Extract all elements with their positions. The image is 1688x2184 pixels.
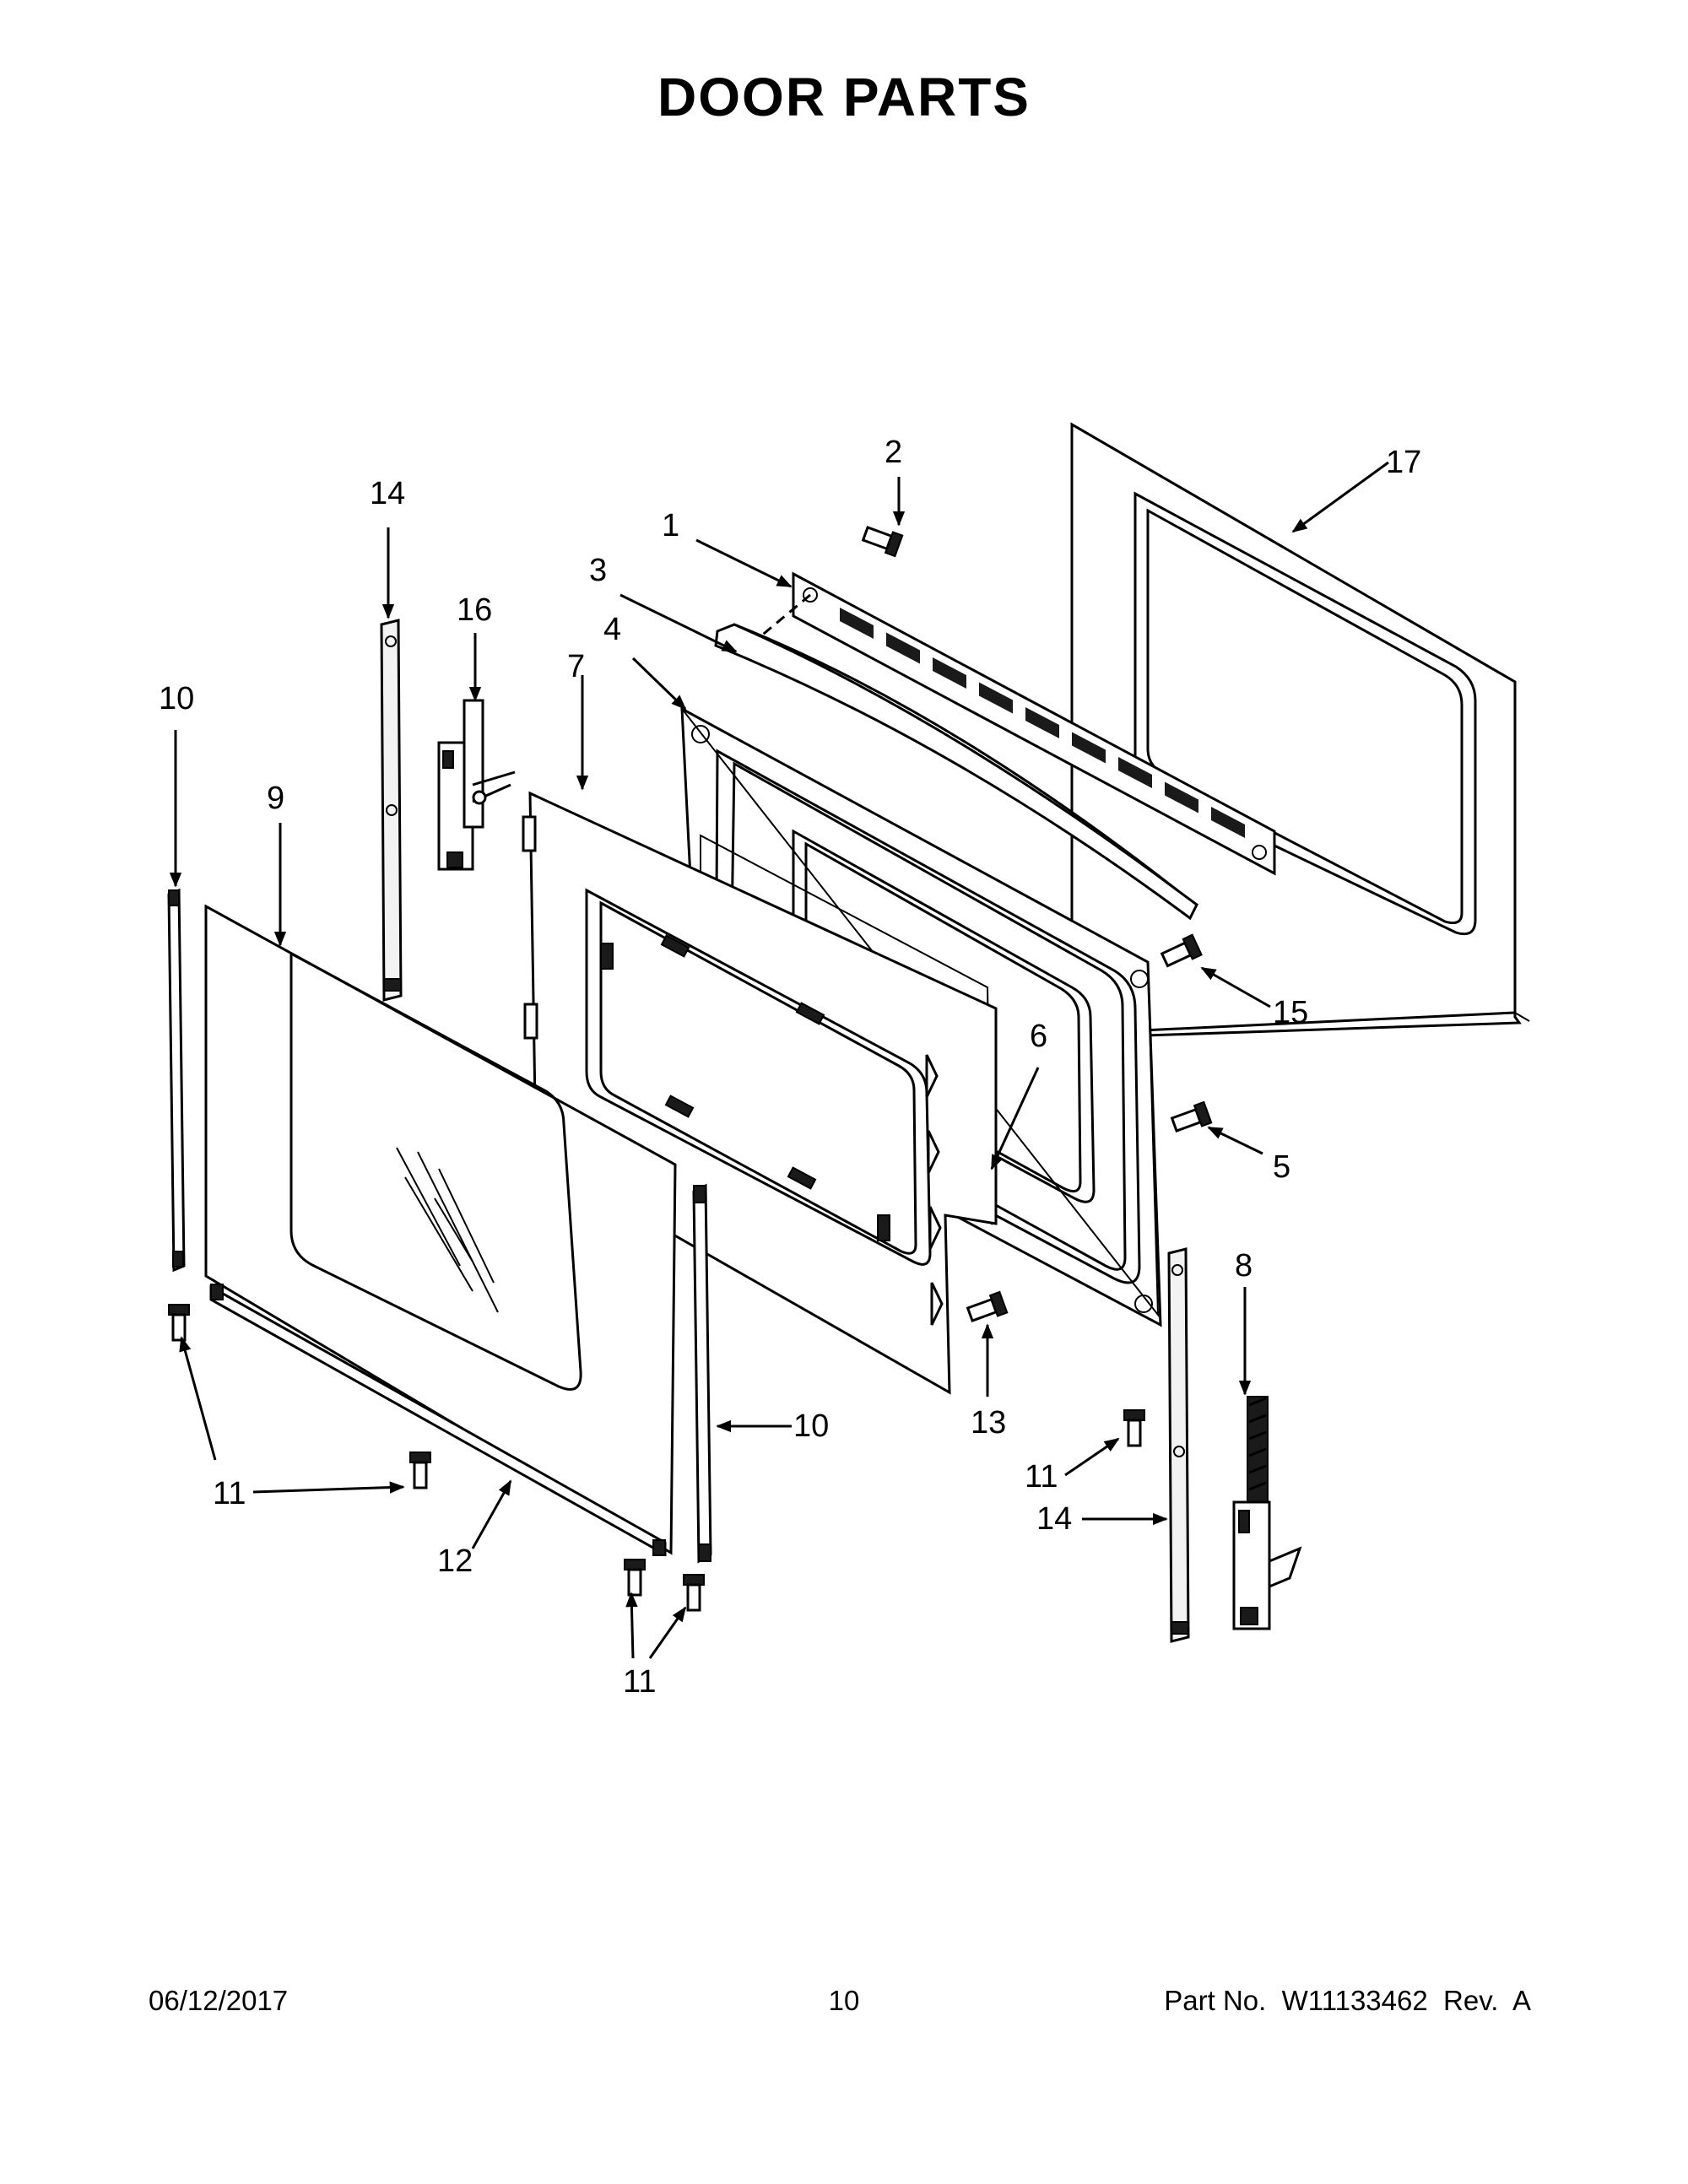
callout-6: 6 — [1030, 1019, 1047, 1054]
side-trim-left — [167, 888, 186, 1273]
callout-10-left: 10 — [159, 681, 194, 716]
vent-slot — [886, 632, 920, 664]
vent-slot — [1211, 807, 1245, 838]
inner-door-panel — [1070, 422, 1530, 1040]
callout-4: 4 — [603, 612, 621, 647]
door-handle — [714, 623, 1198, 921]
screw-13 — [966, 1290, 1009, 1322]
hinge-8 — [1232, 1396, 1302, 1630]
callout-1: 1 — [662, 508, 679, 543]
side-trim-right — [692, 1183, 712, 1564]
callout-5: 5 — [1273, 1149, 1290, 1185]
screw-11c — [624, 1559, 646, 1597]
vent-slot — [979, 682, 1013, 714]
callout-16: 16 — [457, 592, 492, 628]
screw-11a — [168, 1304, 190, 1342]
screw-11b — [409, 1451, 431, 1489]
door-frame — [522, 791, 998, 1395]
page-title: DOOR PARTS — [657, 67, 1031, 127]
vent-slot — [840, 608, 874, 639]
leader-lines — [169, 461, 1389, 1659]
callout-8: 8 — [1235, 1248, 1252, 1284]
footer-part-number: Part No. W11133462 Rev. A — [1164, 1985, 1531, 2016]
callout-10-right: 10 — [793, 1408, 829, 1444]
vent-trim — [792, 571, 1276, 876]
screw-15 — [1160, 933, 1203, 968]
footer-page-number: 10 — [828, 1985, 860, 2016]
vent-slot — [1025, 707, 1059, 738]
callout-7: 7 — [567, 649, 585, 684]
screw-11e — [1123, 1409, 1145, 1447]
callout-2: 2 — [885, 435, 902, 470]
callout-12: 12 — [437, 1543, 473, 1579]
callout-13: 13 — [971, 1405, 1006, 1441]
callout-3: 3 — [589, 553, 607, 588]
screw-2 — [861, 526, 904, 558]
callout-11-right: 11 — [1025, 1459, 1058, 1495]
vent-slot — [1165, 781, 1198, 814]
callout-15: 15 — [1273, 995, 1308, 1030]
screw-5 — [1170, 1100, 1213, 1133]
callout-17: 17 — [1386, 445, 1421, 480]
callout-11-bottom: 11 — [623, 1664, 656, 1700]
hinge-16 — [437, 699, 516, 871]
callout-14-top: 14 — [370, 476, 405, 511]
callout-9: 9 — [267, 781, 284, 816]
callout-11-left: 11 — [213, 1476, 246, 1511]
hinge-receiver-left — [380, 619, 403, 1002]
vent-slot — [1118, 757, 1152, 788]
footer-date: 06/12/2017 — [149, 1985, 289, 2016]
screw-11d — [683, 1574, 705, 1612]
vent-slot — [1072, 732, 1106, 764]
bottom-trim — [209, 1284, 667, 1557]
callout-labels: 2 17 1 3 14 16 4 7 10 9 15 6 5 8 10 13 1… — [159, 435, 1421, 1700]
callout-14-bottom: 14 — [1036, 1501, 1072, 1537]
outer-door-glass — [204, 904, 677, 1555]
vent-slot — [933, 657, 966, 689]
hinge-receiver-right — [1167, 1247, 1190, 1643]
